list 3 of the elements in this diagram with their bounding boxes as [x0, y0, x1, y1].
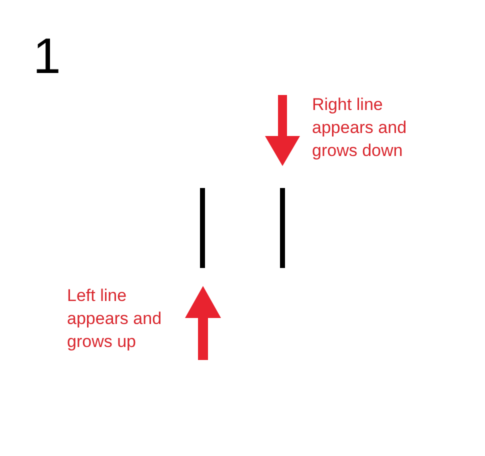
step-number: 1 [33, 27, 61, 86]
annotation-text: Right line appears and grows down [312, 94, 408, 162]
annotation-text: Left line appears and grows up [67, 285, 163, 353]
